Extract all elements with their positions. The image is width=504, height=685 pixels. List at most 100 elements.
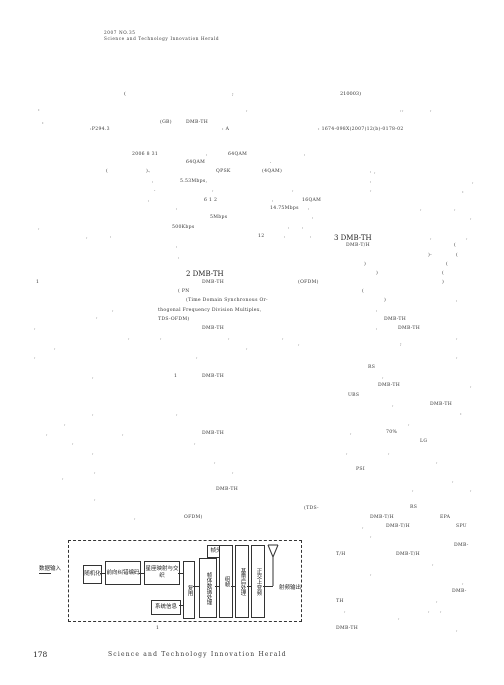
body-text: DMB-TH: [216, 487, 239, 492]
section-3-heading: 3 DMB-TH: [334, 234, 372, 242]
body-text: (: [456, 253, 459, 258]
punctuation: ,: [96, 314, 98, 320]
punctuation: ,: [472, 179, 474, 185]
keywords-colon: :: [42, 120, 44, 126]
abstract-mark: :: [38, 107, 40, 113]
body-text: ,: [310, 234, 312, 239]
punctuation: ,: [176, 411, 178, 417]
punctuation: ,: [282, 335, 284, 341]
body-text: (TDS-: [304, 506, 319, 511]
interleave-block: 星座映射与交织: [144, 561, 180, 585]
punctuation: ,: [212, 187, 214, 193]
punctuation: ,: [456, 354, 458, 360]
document-code: : A: [222, 127, 230, 132]
body-text: 1: [174, 374, 178, 379]
punctuation: ,: [456, 335, 458, 341]
body-text: DMB-TH: [336, 626, 359, 631]
body-text: ,: [176, 206, 178, 211]
connector: [193, 586, 199, 587]
punctuation: ,: [72, 440, 74, 446]
body-text: ): [442, 280, 445, 285]
punctuation: ,: [392, 402, 394, 408]
punctuation: ,: [430, 235, 432, 241]
punctuation: ,: [92, 450, 94, 456]
header-journal: Science and Technology Innovation Herald: [104, 36, 220, 41]
body-text: DMB-TH: [202, 431, 225, 436]
body-text: OFDM): [184, 515, 203, 520]
punctuation: ,: [370, 533, 372, 539]
body-text: (OFDM): [298, 280, 319, 285]
body-text: ,: [288, 225, 290, 230]
body-text: ,: [176, 244, 178, 249]
punctuation: ;: [400, 341, 402, 347]
body-text: ): [384, 298, 387, 303]
punctuation: ,: [122, 431, 124, 437]
body-text: 500Kbps: [172, 225, 195, 230]
body-text: thogonal Frequency Division Multiplex,: [158, 308, 262, 313]
body-text: .: [270, 160, 272, 165]
punctuation: ,: [420, 206, 422, 212]
figure-caption: 1: [156, 626, 160, 631]
body-text: 64QAM: [228, 152, 248, 157]
keywords-dmb: DMB-TH: [186, 120, 209, 125]
body-text: ,: [376, 308, 378, 313]
body-text: ,: [284, 234, 286, 239]
body-text: DMB-TH: [202, 326, 225, 331]
punctuation: ,: [440, 608, 442, 614]
punctuation: ,: [470, 487, 472, 493]
punctuation: ,: [292, 187, 294, 193]
body-text: ,: [152, 179, 154, 184]
punctuation: ,: [128, 335, 130, 341]
frame-body-block: 帧体数据处理: [199, 558, 217, 618]
punctuation: ,: [412, 487, 414, 493]
punctuation: ,: [194, 440, 196, 446]
punctuation: ,: [62, 475, 64, 481]
punctuation: ,: [370, 571, 372, 577]
punctuation: ,: [86, 234, 88, 240]
body-text: ,: [178, 255, 180, 260]
abstract-semicolon: ;: [232, 91, 234, 97]
body-text: 5Mbps: [210, 215, 228, 220]
antenna-icon: [267, 544, 279, 586]
upconverter-block: 正交上变频: [251, 545, 265, 618]
body-text: (4QAM): [262, 169, 283, 174]
punctuation: ,: [214, 459, 216, 465]
body-text: LG: [420, 439, 428, 444]
punctuation: ,: [408, 421, 410, 427]
body-text: (: [106, 169, 109, 174]
body-text: 64QAM: [186, 160, 206, 165]
article-number: : 1674-098X(2007)12(b)-0178-02: [318, 127, 404, 132]
connector: [178, 573, 183, 574]
abstract-postcode: 210003): [340, 91, 362, 97]
body-text: ): [376, 271, 379, 276]
body-text: DMB-TH: [202, 280, 225, 285]
footer-journal: Science and Technology Innovation Herald: [108, 651, 287, 658]
connector: [231, 586, 235, 587]
transmitter-block-diagram: 数据输入 随机化 前向纠错编码 星座映射与交织 系统信息 复用 帧头 帧体数据处…: [39, 540, 302, 622]
body-text: DMB-TH: [378, 383, 401, 388]
body-text: ,: [308, 206, 310, 211]
punctuation: ,: [298, 341, 300, 347]
body-text: 6 1 2: [204, 198, 218, 203]
body-text: ,: [370, 169, 372, 174]
punctuation: ,: [346, 450, 348, 456]
output-label: 射频输出: [279, 585, 302, 591]
punctuation: ,: [232, 469, 234, 475]
body-text: (: [442, 271, 445, 276]
body-text: EPA: [440, 515, 451, 520]
body-text: DMB-TH: [398, 326, 421, 331]
body-text: PSI: [356, 467, 365, 472]
body-text: ,: [272, 198, 274, 203]
body-text: ,: [370, 179, 372, 184]
punctuation: ,: [452, 478, 454, 484]
body-text: ,: [456, 298, 458, 303]
punctuation: ,: [456, 627, 458, 633]
body-text: DMB-T/H: [370, 515, 394, 520]
body-text: T/H: [336, 552, 346, 557]
punctuation: ,: [112, 307, 114, 313]
punctuation: ,: [436, 459, 438, 465]
connector: [263, 586, 273, 587]
body-text: ,: [312, 215, 314, 220]
body-text: 12: [258, 234, 265, 239]
punctuation: ,: [374, 169, 376, 175]
